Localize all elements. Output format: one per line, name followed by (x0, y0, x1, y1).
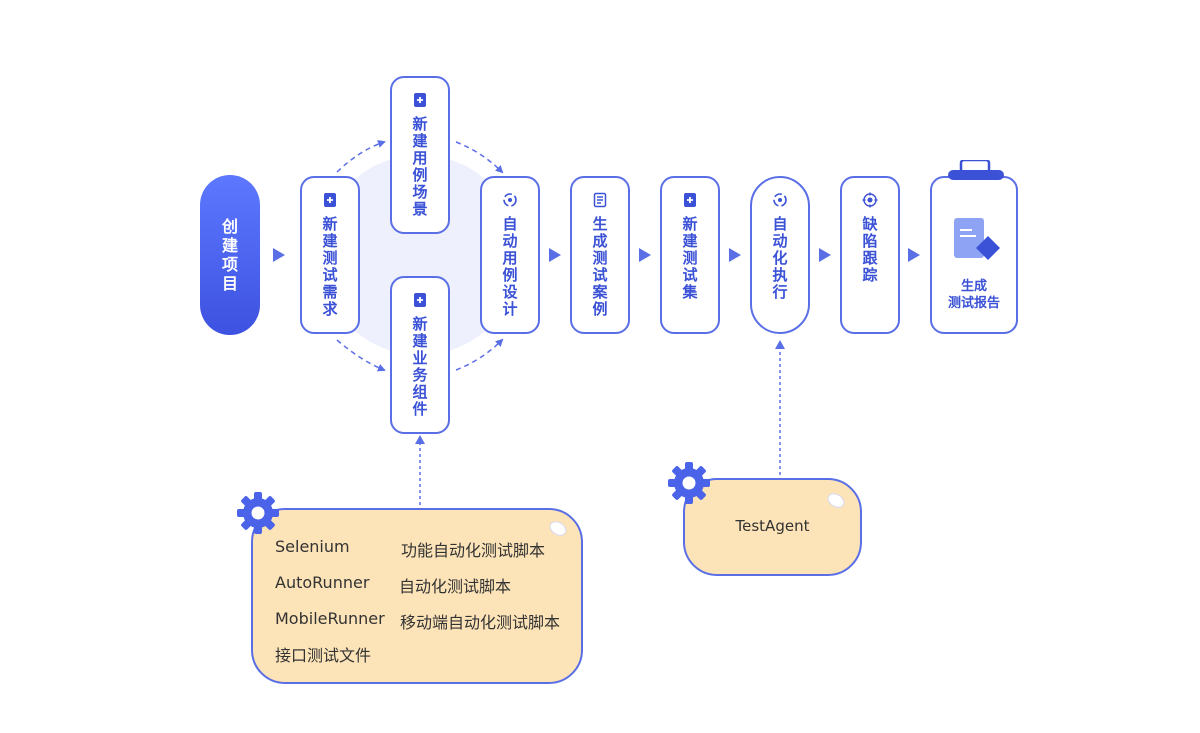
arrow-req-to-component (336, 339, 386, 372)
arrow-up-head-tools (415, 435, 425, 444)
panel-gloss-highlight (824, 490, 848, 511)
step-create-project[interactable]: 创建项目 (200, 175, 260, 335)
tool-name-autorunner: AutoRunner (275, 573, 370, 592)
cycle-icon (503, 193, 517, 207)
arrow-head-3 (639, 248, 651, 262)
step-generate-test-case-label: 生成测试案例 (592, 215, 608, 318)
arrow-head-6 (908, 248, 920, 262)
tool-name-mobilerunner: MobileRunner (275, 609, 385, 628)
gear-icon (237, 492, 279, 534)
step-new-test-set[interactable]: 新建测试集 (660, 176, 720, 334)
gear-icon (668, 462, 710, 504)
step-create-project-label: 创建项目 (221, 217, 238, 293)
arrow-head-2 (549, 248, 561, 262)
add-document-icon (414, 93, 426, 107)
tool-desc-mobilerunner: 移动端自动化测试脚本 (400, 613, 561, 632)
arrow-head-1 (273, 248, 285, 262)
step-generate-report[interactable]: 生成 测试报告 (930, 160, 1018, 334)
step-new-business-component-label: 新建业务组件 (412, 315, 428, 418)
arrow-scene-to-design (455, 141, 504, 174)
agent-panel: TestAgent (683, 478, 862, 576)
target-icon (862, 192, 878, 208)
tool-footer-interface-file: 接口测试文件 (275, 646, 372, 665)
tool-desc-selenium: 功能自动化测试脚本 (401, 541, 546, 560)
tool-desc-autorunner: 自动化测试脚本 (399, 577, 512, 596)
add-document-icon (414, 293, 426, 307)
panel-gloss-highlight (546, 518, 570, 539)
halo-circle (320, 155, 520, 355)
step-defect-tracking-label: 缺陷跟踪 (862, 215, 878, 284)
arrow-up-head-agent (775, 340, 785, 349)
step-auto-execution[interactable]: 自动化执行 (750, 176, 810, 334)
add-document-icon (324, 193, 336, 207)
tool-name-selenium: Selenium (275, 537, 350, 556)
document-list-icon (593, 192, 607, 208)
cycle-icon (773, 193, 787, 207)
report-label-line2: 测试报告 (947, 296, 1000, 311)
arrow-req-to-scene (336, 140, 386, 173)
step-generate-report-label: 生成 测试报告 (932, 278, 1016, 312)
step-new-case-scene[interactable]: 新建用例场景 (390, 76, 450, 234)
step-auto-case-design-label: 自动用例设计 (502, 215, 518, 318)
step-new-test-requirement[interactable]: 新建测试需求 (300, 176, 360, 334)
arrow-component-to-design (455, 338, 504, 371)
agent-label: TestAgent (735, 517, 810, 535)
step-new-business-component[interactable]: 新建业务组件 (390, 276, 450, 434)
step-new-case-scene-label: 新建用例场景 (412, 115, 428, 218)
step-new-test-set-label: 新建测试集 (682, 215, 698, 301)
arrow-head-5 (819, 248, 831, 262)
arrow-head-4 (729, 248, 741, 262)
report-label-line1: 生成 (960, 279, 987, 294)
add-document-icon (684, 193, 696, 207)
step-auto-execution-label: 自动化执行 (772, 215, 788, 301)
clipboard-clip-icon (948, 160, 1004, 180)
report-document-icon (954, 218, 1000, 260)
step-generate-test-case[interactable]: 生成测试案例 (570, 176, 630, 334)
step-defect-tracking[interactable]: 缺陷跟踪 (840, 176, 900, 334)
tools-panel: Selenium 功能自动化测试脚本 AutoRunner 自动化测试脚本 Mo… (251, 508, 583, 684)
step-new-test-requirement-label: 新建测试需求 (322, 215, 338, 318)
step-auto-case-design[interactable]: 自动用例设计 (480, 176, 540, 334)
